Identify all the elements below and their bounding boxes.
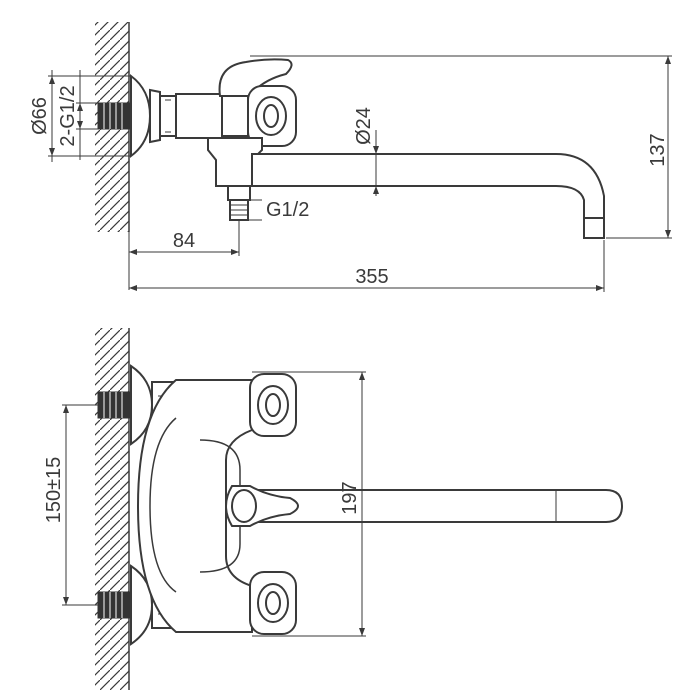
dim-height: 137 [647,133,669,166]
dim-depth: 84 [173,230,195,252]
dimension-arrows-front [63,372,365,636]
lower-valve-knob-front [249,571,297,635]
upper-valve-knob-front [249,373,297,437]
lever-handle-front [225,485,299,527]
dimension-lines-front [62,371,366,637]
top-view: Ø66 2-G1/2 Ø24 137 G1/2 84 355 [29,22,672,292]
wall-hatching-front [95,328,130,690]
outlet-block-top [207,137,263,221]
dimension-lines-top [48,55,672,292]
dim-total-height: 197 [339,481,361,514]
front-view: 150±15 197 [43,328,624,690]
escutcheon-top [130,74,177,158]
lever-handle-top [218,58,293,97]
spout-front [249,489,624,523]
mixer-body-top [175,93,249,139]
dimension-arrows-top [49,56,671,291]
dim-center-distance: 150±15 [43,457,65,524]
dim-outlet-thread: G1/2 [266,199,309,221]
spout-top [251,153,605,239]
dim-inlet-thread: 2-G1/2 [57,85,79,146]
dim-spout-diameter: Ø24 [353,107,375,145]
dim-mount-diameter: Ø66 [29,97,51,135]
valve-knob-top [247,85,297,147]
dim-spout-length: 355 [355,266,388,288]
inlet-thread-top [97,102,132,130]
